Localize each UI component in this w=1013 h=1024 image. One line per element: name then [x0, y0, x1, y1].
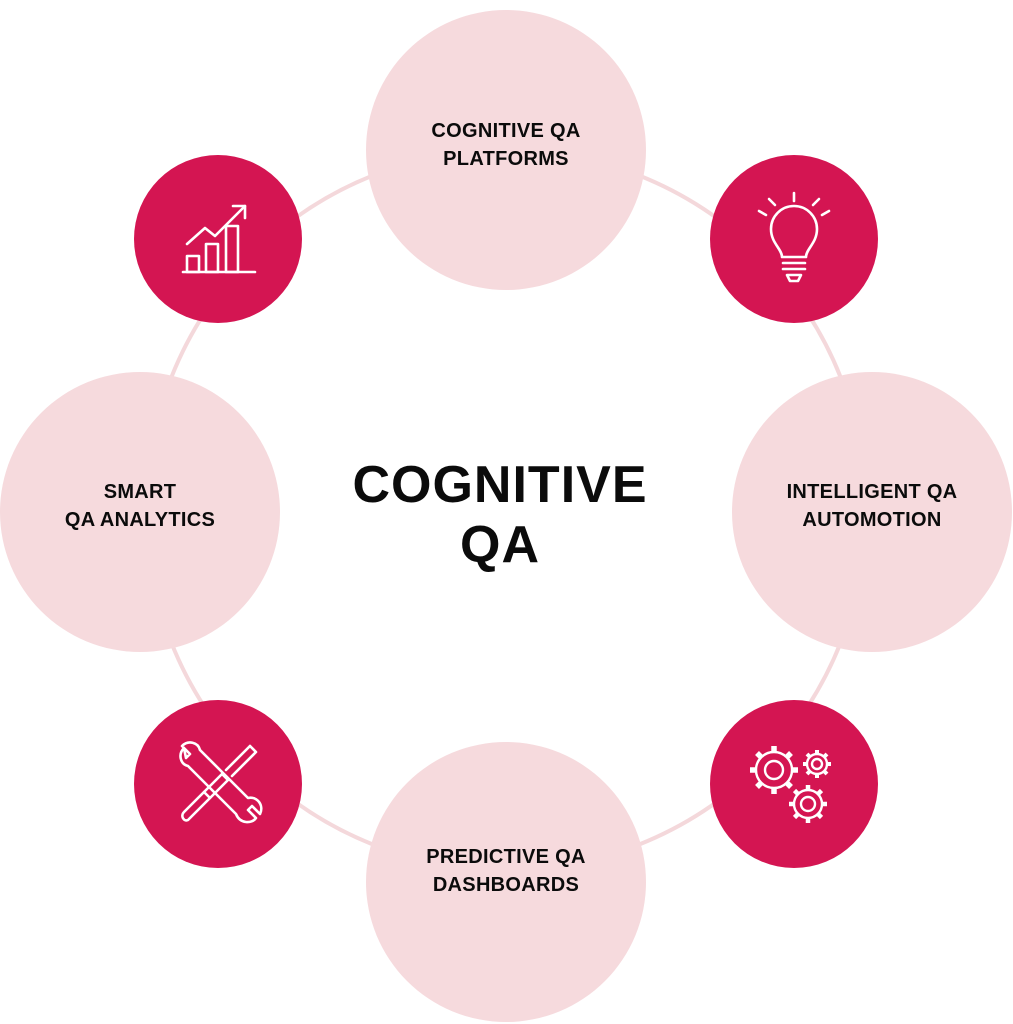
center-title: COGNITIVE QA — [300, 455, 700, 575]
node-label: SMART QA ANALYTICS — [65, 478, 215, 534]
gears-icon — [750, 746, 831, 823]
lightbulb-icon — [757, 191, 831, 283]
lightbulb-node — [710, 155, 878, 323]
node-label: INTELLIGENT QA AUTOMOTION — [787, 478, 958, 534]
node-cognitive-qa-platforms: COGNITIVE QA PLATFORMS — [366, 10, 646, 290]
node-label-line1: INTELLIGENT QA — [786, 481, 958, 503]
node-label-line2: PLATFORMS — [443, 148, 569, 170]
node-label: COGNITIVE QA PLATFORMS — [431, 117, 580, 173]
tools-node — [134, 700, 302, 868]
node-smart-qa-analytics: SMART QA ANALYTICS — [0, 372, 280, 652]
node-label-line1: COGNITIVE QA — [431, 120, 581, 142]
node-label-line2: DASHBOARDS — [432, 874, 580, 896]
center-title-line1: COGNITIVE — [352, 456, 648, 514]
tools-icon — [179, 741, 263, 824]
growth-chart-node — [134, 155, 302, 323]
node-predictive-qa-dashboards: PREDICTIVE QA DASHBOARDS — [366, 742, 646, 1022]
growth-chart-icon — [181, 204, 257, 274]
node-label-line1: SMART — [103, 481, 177, 503]
node-label-line2: QA ANALYTICS — [64, 509, 216, 531]
node-label-line1: PREDICTIVE QA — [426, 846, 586, 868]
node-label: PREDICTIVE QA DASHBOARDS — [426, 843, 585, 899]
center-title-line2: QA — [460, 516, 540, 574]
gears-node — [710, 700, 878, 868]
node-label-line2: AUTOMOTION — [802, 509, 942, 531]
node-intelligent-qa-automotion: INTELLIGENT QA AUTOMOTION — [732, 372, 1012, 652]
